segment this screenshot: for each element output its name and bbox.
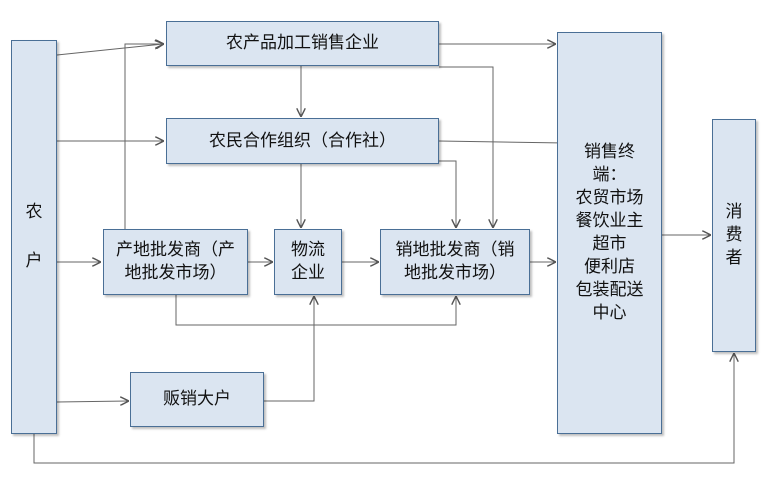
arrow-farmer-processor (56, 44, 163, 56)
arrow-coop-terminal (438, 141, 565, 143)
node-terminal-line-5: 超市 (592, 234, 627, 254)
node-consumer-line-1: 消 (725, 202, 743, 222)
node-terminal-line-8: 中心 (592, 303, 627, 323)
node-processor: 农产品加工销售企业 (166, 21, 439, 66)
node-farmer-line-1: 农 (25, 202, 43, 222)
arrow-origin-processor (124, 44, 163, 229)
node-farmer-line-2: 户 (25, 251, 43, 271)
arrow-origin-sales-bottom (175, 295, 456, 326)
node-terminal-line-1: 销售终 (584, 142, 635, 162)
node-terminal-line-2: 端： (592, 165, 627, 185)
node-sales-line-2: 地批发市场） (404, 263, 506, 283)
node-consumer-line-3: 者 (725, 248, 743, 268)
node-sales-wholesale: 销地批发商（销 地批发市场） (380, 229, 530, 295)
node-coop-label: 农民合作组织（合作社） (209, 130, 396, 151)
node-coop: 农民合作组织（合作社） (166, 118, 439, 164)
node-terminal-line-4: 餐饮业主 (575, 211, 644, 231)
node-terminal-line-6: 便利店 (584, 257, 635, 277)
arrow-coop-sales (439, 160, 456, 227)
node-origin-line-1: 产地批发商（产 (116, 240, 235, 260)
arrow-farmer-dealer (56, 401, 128, 402)
node-consumer: 消 费 者 (712, 119, 756, 352)
node-sales-line-1: 销地批发商（销 (395, 240, 515, 260)
arrow-farmer-consumer (33, 354, 734, 464)
node-logistics-line-1: 物流 (291, 240, 325, 260)
node-big-dealer: 贩销大户 (130, 372, 264, 427)
node-consumer-line-2: 费 (725, 225, 743, 245)
node-farmer: 农 户 (11, 40, 57, 434)
node-terminal: 销售终 端： 农贸市场 餐饮业主 超市 便利店 包装配送 中心 (557, 32, 662, 434)
node-origin-wholesale: 产地批发商（产 地批发市场） (103, 229, 248, 295)
node-logistics-line-2: 企业 (291, 263, 325, 283)
node-origin-line-2: 地批发市场） (124, 263, 227, 283)
node-terminal-line-3: 农贸市场 (575, 188, 644, 208)
arrow-processor-sales (439, 66, 493, 227)
node-processor-label: 农产品加工销售企业 (226, 33, 379, 53)
node-terminal-line-7: 包装配送 (575, 280, 644, 300)
node-logistics: 物流 企业 (274, 229, 342, 295)
node-big-dealer-label: 贩销大户 (163, 389, 231, 409)
arrow-dealer-logistics (264, 297, 314, 402)
